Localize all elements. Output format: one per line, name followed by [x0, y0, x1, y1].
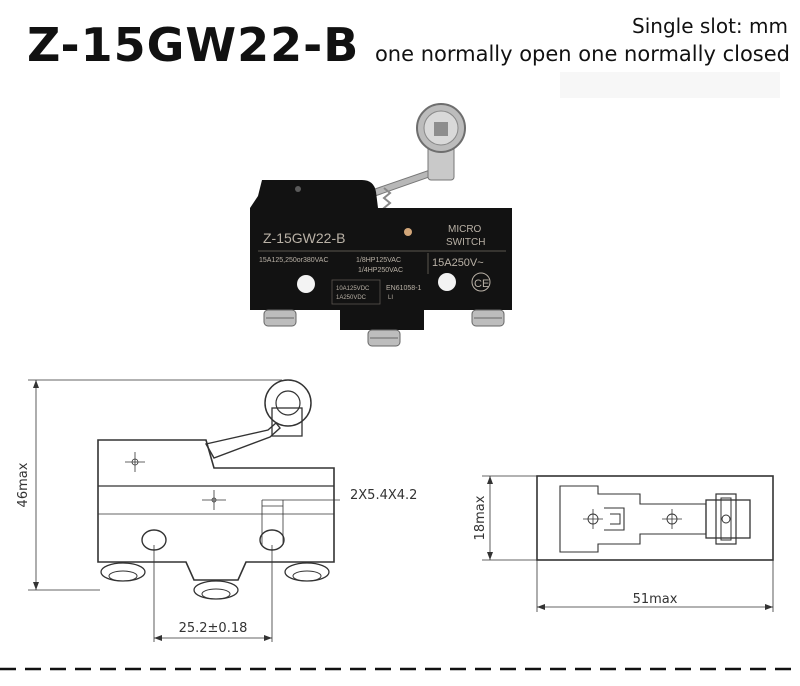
printed-standard-sub: LI	[388, 295, 393, 301]
length-label: 51max	[633, 592, 678, 607]
top-view-drawing	[482, 475, 774, 612]
roller-lever	[371, 103, 466, 214]
ce-mark: CE	[474, 278, 489, 290]
switch-photo: Z-15GW22-B MICRO SWITCH 15A125,250or380V…	[250, 103, 512, 347]
header-shadow-strip	[560, 72, 780, 98]
front-view-drawing	[28, 379, 340, 642]
printed-model: Z-15GW22-B	[263, 230, 345, 246]
pitch-label: 25.2±0.18	[179, 621, 248, 636]
slot-note: Single slot: mm	[632, 14, 788, 38]
product-title: Z-15GW22-B	[27, 18, 360, 72]
printed-rating-1: 15A125,250or380VAC	[259, 257, 329, 264]
top-height-label: 18max	[473, 495, 488, 540]
printed-rating-main: 15A250V~	[432, 257, 484, 269]
printed-rating-3: 1/4HP250VAC	[358, 267, 403, 274]
printed-standard: EN61058-1	[386, 285, 422, 292]
mount-hole-left	[297, 275, 315, 293]
printed-dc-1: 10A125VDC	[336, 286, 370, 292]
front-height-label: 46max	[16, 462, 31, 507]
mount-hole-right	[438, 273, 456, 291]
terminal-screws	[263, 309, 505, 347]
contact-spec: one normally open one normally closed	[374, 42, 790, 66]
switch-body	[250, 180, 512, 330]
printed-dc-2: 1A250VDC	[336, 295, 367, 301]
printed-brand-2: SWITCH	[446, 237, 485, 248]
printed-brand-1: MICRO	[448, 224, 482, 235]
printed-rating-2: 1/8HP125VAC	[356, 257, 401, 264]
hole-size-label: 2X5.4X4.2	[350, 488, 417, 503]
